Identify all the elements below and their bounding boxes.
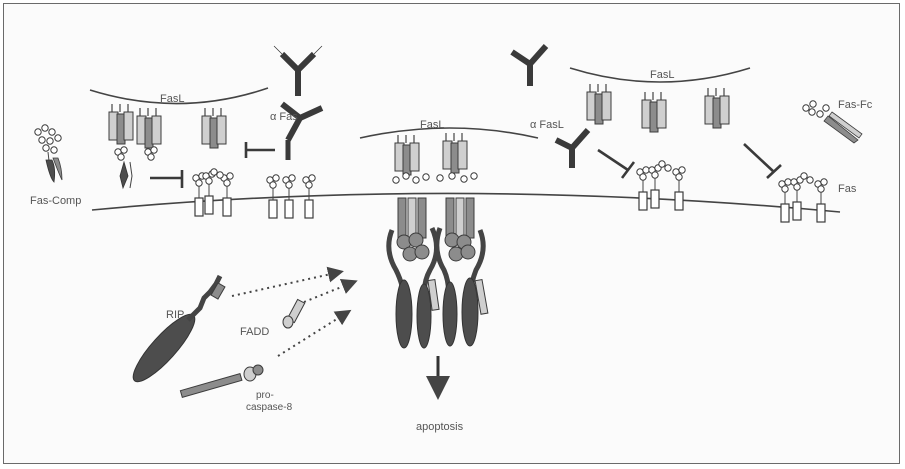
label-apoptosis: apoptosis	[416, 421, 464, 433]
fasl-trimer-right-3	[705, 88, 729, 128]
inhibition-alpha-fasl	[598, 150, 634, 178]
alpha-fasl-antibody-free	[512, 46, 546, 86]
fadd-arrow	[304, 282, 354, 302]
label-fas-fc: Fas-Fc	[838, 99, 873, 111]
fas-receptor-group-3	[637, 161, 685, 210]
rip-arrow	[232, 272, 340, 296]
fasl-trimer-left-2	[137, 108, 161, 148]
fas-receptor-group-1	[193, 169, 233, 216]
alpha-fasl-antibody-bound	[556, 130, 588, 168]
fasl-trimer-right-1	[587, 84, 611, 124]
label-alpha-fasl: α FasL	[530, 119, 564, 131]
label-fas: Fas	[838, 183, 857, 195]
fasl-trimer-center-1	[395, 135, 419, 175]
label-fasl-center: FasL	[420, 119, 444, 131]
fasl-trimer-left-1	[109, 104, 133, 144]
rip-protein	[126, 276, 225, 389]
label-fasl-right: FasL	[650, 69, 674, 81]
fasl-trimer-left-3	[202, 108, 226, 148]
inhibition-alpha-fas	[246, 142, 275, 158]
label-fadd: FADD	[240, 326, 269, 338]
inhibition-fas-fc	[744, 144, 781, 178]
fadd-protein	[283, 299, 305, 328]
alpha-fas-antibody-free	[274, 46, 322, 96]
label-caspase-8: caspase-8	[246, 402, 293, 413]
fasl-trimer-right-2	[642, 92, 666, 132]
label-pro: pro-	[256, 390, 274, 401]
label-rip: RIP	[166, 309, 184, 321]
fas-comp-molecule	[35, 125, 62, 182]
disc-complex	[389, 173, 488, 348]
label-alpha-fas: α Fas	[270, 111, 298, 123]
pro-caspase-8-protein	[180, 365, 263, 397]
inhibition-fas-comp	[150, 170, 182, 188]
fas-receptor-group-4	[779, 173, 827, 222]
fasl-cell-membrane-center	[360, 128, 538, 138]
bound-fas-left	[115, 147, 157, 188]
fasl-trimer-center-2	[443, 133, 467, 173]
label-fasl-left: FasL	[160, 93, 184, 105]
label-fas-comp: Fas-Comp	[30, 195, 81, 207]
